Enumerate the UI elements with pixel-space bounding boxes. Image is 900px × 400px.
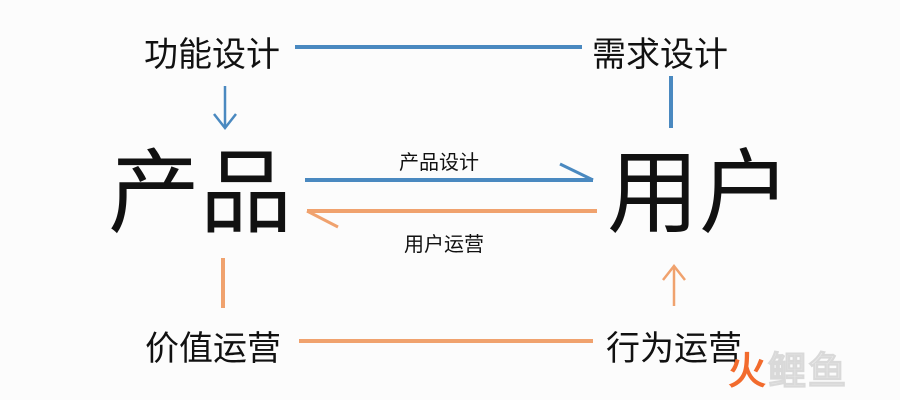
watermark-first-char: 火 [728,349,769,393]
behavior-operation-arrowhead [662,263,686,281]
node-product: 产品 [108,140,293,247]
watermark-rest-chars: 鲤鱼 [768,349,849,393]
node-requirement-design: 需求设计 [592,35,728,75]
node-function-design: 功能设计 [144,35,280,75]
user-to-product-arrowhead [306,209,339,229]
edge-label-product-design: 产品设计 [399,150,479,174]
watermark-logo: 火鲤鱼 [728,349,849,393]
node-value-operation: 价值运营 [145,329,281,369]
edge-label-user-operation: 用户运营 [404,232,484,256]
product-to-user-arrowhead [559,162,594,182]
node-behavior-operation: 行为运营 [606,329,742,369]
function-design-arrowhead [213,113,237,131]
node-user: 用户 [607,140,792,247]
